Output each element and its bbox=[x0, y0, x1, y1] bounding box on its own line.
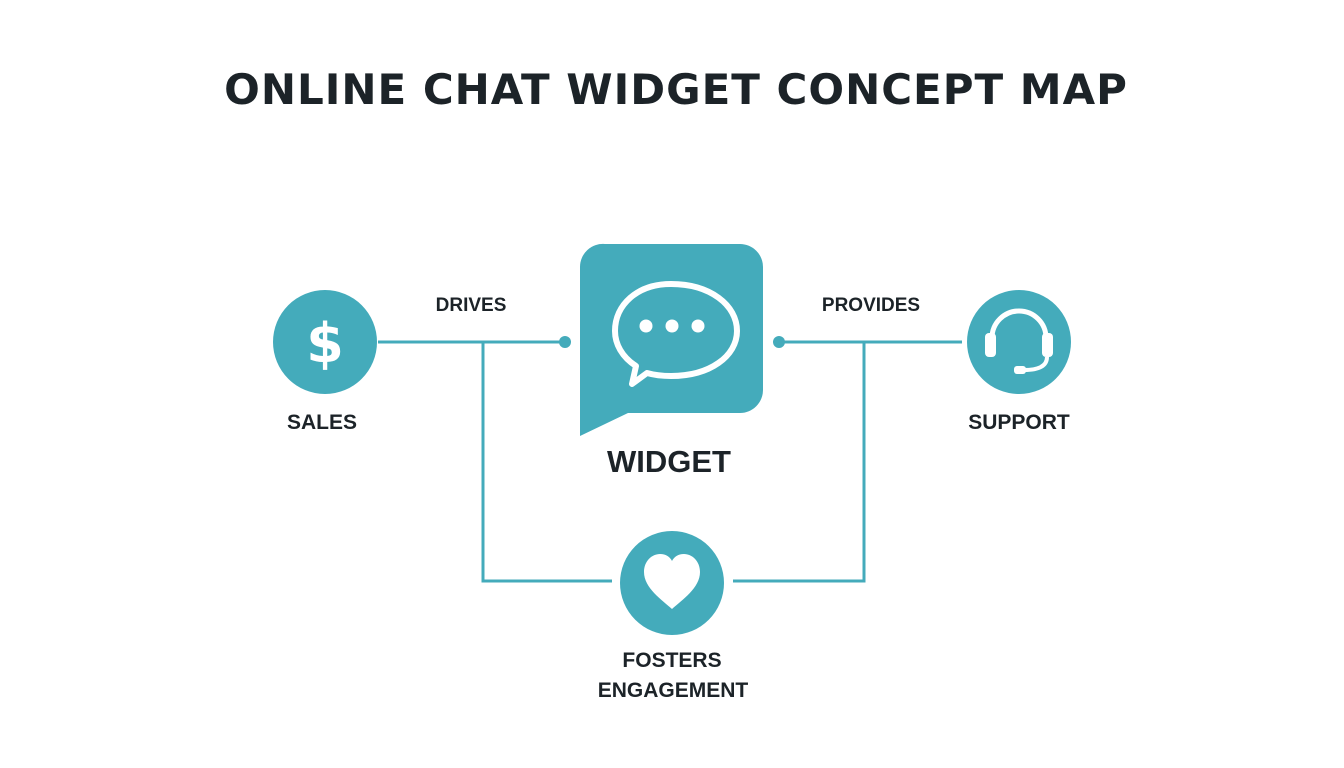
support-label: SUPPORT bbox=[968, 411, 1070, 434]
connector-left-engagement bbox=[481, 342, 612, 583]
dollar-icon: $ bbox=[273, 290, 377, 394]
sales-node: $ SALES bbox=[273, 290, 377, 434]
edge-label-drives: DRIVES bbox=[436, 295, 507, 316]
connector-dot-left bbox=[559, 336, 571, 348]
page-title: ONLINE CHAT WIDGET CONCEPT MAP bbox=[224, 65, 1128, 114]
connector-right-engagement bbox=[733, 342, 866, 583]
edge-label-provides: PROVIDES bbox=[822, 295, 920, 316]
engagement-label-line1: FOSTERS bbox=[622, 649, 721, 672]
connectors bbox=[378, 336, 962, 583]
support-node: SUPPORT bbox=[967, 290, 1071, 434]
headset-icon bbox=[967, 290, 1071, 394]
svg-text:$: $ bbox=[306, 312, 344, 375]
heart-icon bbox=[620, 531, 724, 635]
connector-dot-right bbox=[773, 336, 785, 348]
sales-label: SALES bbox=[287, 411, 357, 434]
widget-node: WIDGET bbox=[579, 243, 763, 479]
chat-bubble-icon bbox=[579, 243, 763, 436]
engagement-node: FOSTERS ENGAGEMENT bbox=[598, 531, 749, 702]
widget-label: WIDGET bbox=[607, 444, 731, 479]
engagement-label-line2: ENGAGEMENT bbox=[598, 679, 749, 702]
